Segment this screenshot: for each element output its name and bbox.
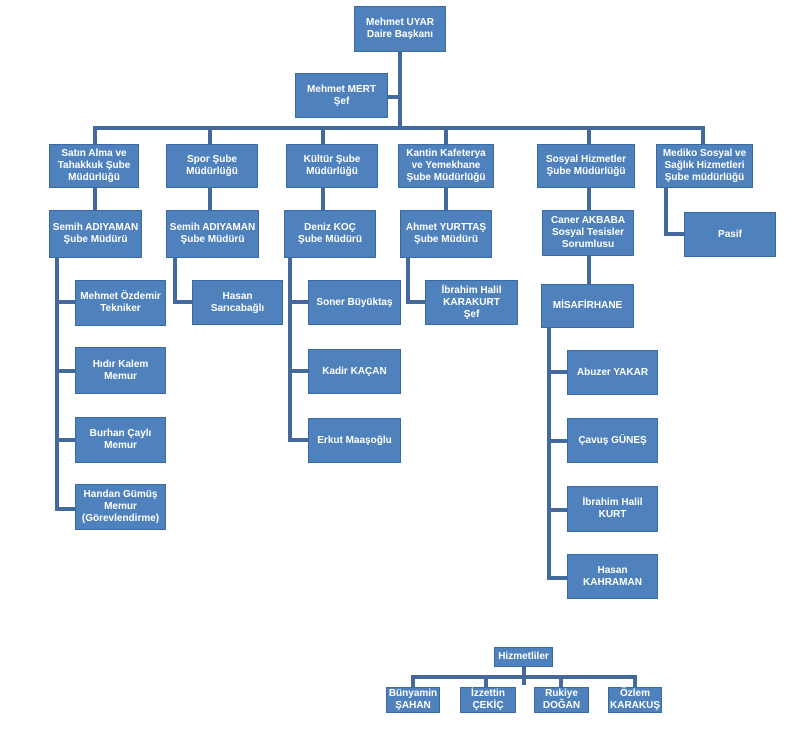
connector-dept-1-manager (93, 188, 97, 210)
connector-kultur-staff-2 (288, 369, 308, 373)
head-name: Mehmet UYAR (366, 17, 434, 28)
staff-misafirhane-2: Çavuş GÜNEŞ (567, 418, 658, 463)
staff-kultur-3: Erkut Maaşoğlu (308, 418, 401, 463)
assistant-box: Mehmet MERT Şef (295, 73, 388, 118)
head-box: Mehmet UYAR Daire Başkanı (354, 6, 446, 52)
staff-misafirhane-3: İbrahim Halil KURT (567, 486, 658, 532)
department-mediko: Mediko Sosyal ve Sağlık Hizmetleri Şube … (656, 144, 753, 188)
connector-misafirhane-staff (547, 328, 551, 580)
mediko-pasif-box: Pasif (684, 212, 776, 257)
department-spor: Spor Şube Müdürlüğü (166, 144, 258, 188)
staff-kultur-2: Kadir KAÇAN (308, 349, 401, 394)
connector-mediko-pasif (664, 188, 668, 236)
staff-satinalma-4: Handan Gümüş Memur (Görevlendirme) (75, 484, 166, 530)
staff-satinalma-1: Mehmet Özdemir Tekniker (75, 280, 166, 326)
manager-kultur: Deniz KOÇ Şube Müdürü (284, 210, 376, 258)
department-satinalma: Satın Alma ve Tahakkuk Şube Müdürlüğü (49, 144, 139, 188)
connector-dept-5-misafirhane (587, 256, 591, 284)
manager-satinalma: Semih ADIYAMAN Şube Müdürü (49, 210, 142, 258)
department-kultur: Kültür Şube Müdürlüğü (286, 144, 378, 188)
staff-spor-1: Hasan Sarıcabağlı (192, 280, 283, 325)
connector-misafirhane-staff-2 (547, 439, 567, 443)
misafirhane-box: MİSAFİRHANE (541, 284, 634, 328)
connector-staff-3 (55, 438, 75, 442)
connector-servant-4 (633, 675, 637, 687)
connector-dept-3-manager (321, 188, 325, 210)
staff-misafirhane-4: Hasan KAHRAMAN (567, 554, 658, 599)
connector-department-bus (93, 126, 705, 130)
connector-misafirhane-staff-1 (547, 370, 567, 374)
assistant-title: Şef (333, 95, 350, 107)
connector-mediko-pasif-h (664, 232, 686, 236)
connector-misafirhane-staff-4 (547, 576, 567, 580)
connector-dept-4-manager (444, 188, 448, 210)
connector-dept-1 (93, 126, 97, 144)
connector-staff-2 (55, 369, 75, 373)
connector-dept-2 (208, 126, 212, 144)
servant-1: Bünyamin ŞAHAN (386, 687, 440, 713)
connector-staff-1 (55, 300, 75, 304)
head-title: Daire Başkanı (366, 29, 434, 40)
connector-dept-5 (587, 126, 591, 144)
department-sosyal-hizmetler: Sosyal Hizmetler Şube Müdürlüğü (537, 144, 635, 188)
manager-kantin: Ahmet YURTTAŞ Şube Müdürü (400, 210, 492, 258)
manager-spor: Semih ADIYAMAN Şube Müdürü (166, 210, 259, 258)
connector-dept-3 (321, 126, 325, 144)
servants-box: Hizmetliler (494, 647, 553, 667)
connector-kultur-staff (288, 258, 292, 442)
connector-servant-1 (411, 675, 415, 687)
connector-head-trunk (398, 52, 402, 130)
staff-satinalma-3: Burhan Çaylı Memur (75, 417, 166, 463)
connector-kantin-staff (406, 258, 410, 304)
connector-dept-4 (444, 126, 448, 144)
servant-4: Özlem KARAKUŞ (608, 687, 662, 713)
assistant-name: Mehmet MERT (307, 83, 376, 95)
servant-3: Rukiye DOĞAN (534, 687, 589, 713)
connector-servant-2 (484, 675, 488, 687)
connector-spor-staff (173, 258, 177, 304)
staff-kantin-1: İbrahim Halil KARAKURT Şef (425, 280, 518, 325)
staff-satinalma-2: Hıdır Kalem Memur (75, 347, 166, 394)
manager-sosyal-tesisler: Caner AKBABA Sosyal Tesisler Sorumlusu (542, 210, 634, 256)
connector-kultur-staff-1 (288, 300, 308, 304)
connector-servant-3 (559, 675, 563, 687)
connector-dept-2-manager (208, 188, 212, 210)
connector-dept-6 (701, 126, 705, 144)
connector-satinalma-staff (55, 258, 59, 511)
connector-staff-4 (55, 507, 75, 511)
connector-kultur-staff-3 (288, 438, 308, 442)
connector-kantin-staff-1 (406, 300, 426, 304)
connector-servants-bus (411, 675, 635, 679)
connector-misafirhane-staff-3 (547, 508, 567, 512)
staff-misafirhane-1: Abuzer YAKAR (567, 350, 658, 395)
connector-spor-staff-1 (173, 300, 193, 304)
servant-2: İzzettin ÇEKİÇ (460, 687, 516, 713)
staff-kultur-1: Soner Büyüktaş (308, 280, 401, 325)
department-kantin: Kantin Kafeterya ve Yemekhane Şube Müdür… (398, 144, 494, 188)
connector-dept-5-manager (587, 188, 591, 210)
connector-assistant (388, 95, 400, 99)
